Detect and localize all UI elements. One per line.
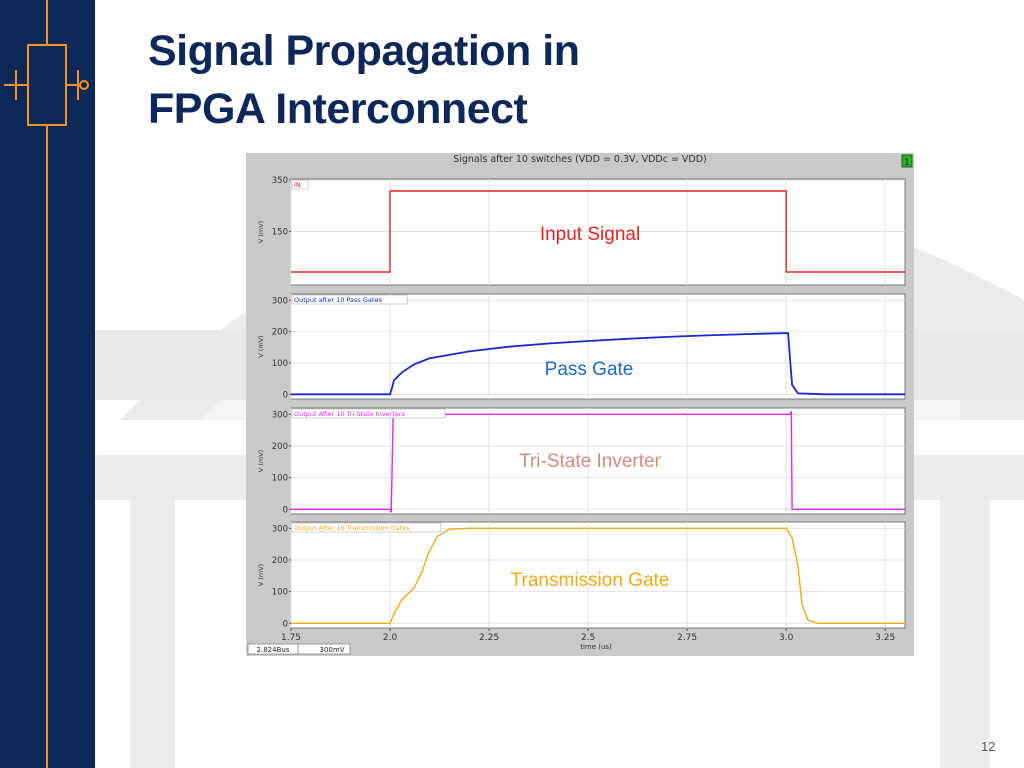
trace-legend: Output After 10 Transmission Gates bbox=[294, 524, 410, 532]
y-tick-label: 300 bbox=[272, 410, 288, 420]
y-tick-label: 300 bbox=[272, 296, 288, 306]
circuit-logo-icon bbox=[4, 0, 89, 768]
title-line-1: Signal Propagation in bbox=[148, 27, 580, 75]
panel-plot-area bbox=[290, 293, 906, 400]
x-tick-label: 2.0 bbox=[383, 633, 398, 643]
status-value-box bbox=[297, 643, 351, 655]
y-axis-label: V (mV) bbox=[257, 564, 265, 586]
y-tick-label: 200 bbox=[272, 556, 288, 566]
signal-trace bbox=[291, 190, 905, 273]
waveform-panel: 150 350 V (mV) IN bbox=[257, 176, 906, 286]
x-tick-label: 2.5 bbox=[581, 633, 595, 643]
panel-plot-area bbox=[290, 521, 906, 629]
y-tick-label: 200 bbox=[272, 442, 288, 452]
signal-trace bbox=[291, 410, 905, 513]
trace-legend: IN bbox=[294, 181, 301, 189]
x-tick-label: 3.25 bbox=[875, 633, 895, 643]
x-tick-label: 1.75 bbox=[281, 633, 301, 643]
trace-legend-box bbox=[291, 522, 442, 533]
x-tick-label: 3.0 bbox=[779, 633, 794, 643]
status-time: 2.824Bus bbox=[257, 646, 290, 654]
slide-title: Signal Propagation in FPGA Interconnect bbox=[148, 22, 580, 138]
x-tick-label: 2.25 bbox=[479, 633, 499, 643]
annotation-label: Input Signal bbox=[539, 224, 641, 245]
trace-legend: Output After 10 Tri-State Inverters bbox=[294, 410, 406, 418]
panels-group: 150 350 V (mV) IN 0 100 200 300 V (mV) Output aft… bbox=[257, 176, 906, 629]
y-tick-label: 350 bbox=[272, 176, 288, 186]
y-tick-label: 0 bbox=[283, 619, 288, 629]
trace-legend-box bbox=[291, 179, 309, 190]
x-axis: 1.75 2.0 2.25 2.5 2.75 3.0 3.25 bbox=[281, 628, 895, 643]
waveform-chart: Signals after 10 switches (VDD = 0.3V, V… bbox=[247, 154, 913, 655]
y-tick-label: 0 bbox=[283, 390, 288, 400]
annotation-label: Tri-State Inverter bbox=[519, 451, 661, 472]
y-tick-label: 0 bbox=[283, 505, 288, 515]
annotation-label: Transmission Gate bbox=[510, 570, 670, 591]
title-line-2: FPGA Interconnect bbox=[148, 85, 528, 133]
window-title: Signals after 10 switches (VDD = 0.3V, V… bbox=[453, 154, 707, 165]
background-pillar bbox=[940, 500, 990, 768]
y-axis-label: V (mV) bbox=[257, 450, 265, 472]
y-axis-label: V (mV) bbox=[257, 221, 265, 243]
y-tick-label: 100 bbox=[272, 474, 288, 484]
y-tick-label: 150 bbox=[272, 228, 288, 238]
trace-legend-box bbox=[291, 408, 446, 419]
corner-badge-label: 1 bbox=[904, 158, 910, 168]
waveform-panel: 0 100 200 300 V (mV) Output after 10 Pass Gat… bbox=[257, 293, 906, 400]
signal-trace bbox=[291, 332, 905, 396]
status-value: 300mV bbox=[320, 646, 345, 654]
x-tick-label: 2.75 bbox=[677, 633, 697, 643]
annotation-label: Pass Gate bbox=[544, 359, 634, 380]
background-pillar bbox=[130, 500, 175, 768]
trace-legend-box bbox=[291, 294, 408, 305]
signal-trace bbox=[291, 527, 905, 624]
simulation-window: Signals after 10 switches (VDD = 0.3V, V… bbox=[246, 153, 914, 656]
corner-badge bbox=[901, 154, 913, 168]
waveform-panel: 0 100 200 300 V (mV) Output After 10 Transmis… bbox=[257, 521, 906, 629]
y-tick-label: 100 bbox=[272, 359, 288, 369]
trace-legend: Output after 10 Pass Gates bbox=[294, 296, 382, 304]
y-axis-label: V (mV) bbox=[257, 335, 265, 357]
waveform-panel: 0 100 200 300 V (mV) Output After 10 Tri-Stat… bbox=[257, 407, 906, 515]
slide-number: 12 bbox=[981, 739, 996, 754]
y-tick-label: 300 bbox=[272, 524, 288, 534]
y-tick-label: 200 bbox=[272, 328, 288, 338]
y-tick-label: 100 bbox=[272, 588, 288, 598]
x-axis-label: time (us) bbox=[580, 643, 612, 651]
